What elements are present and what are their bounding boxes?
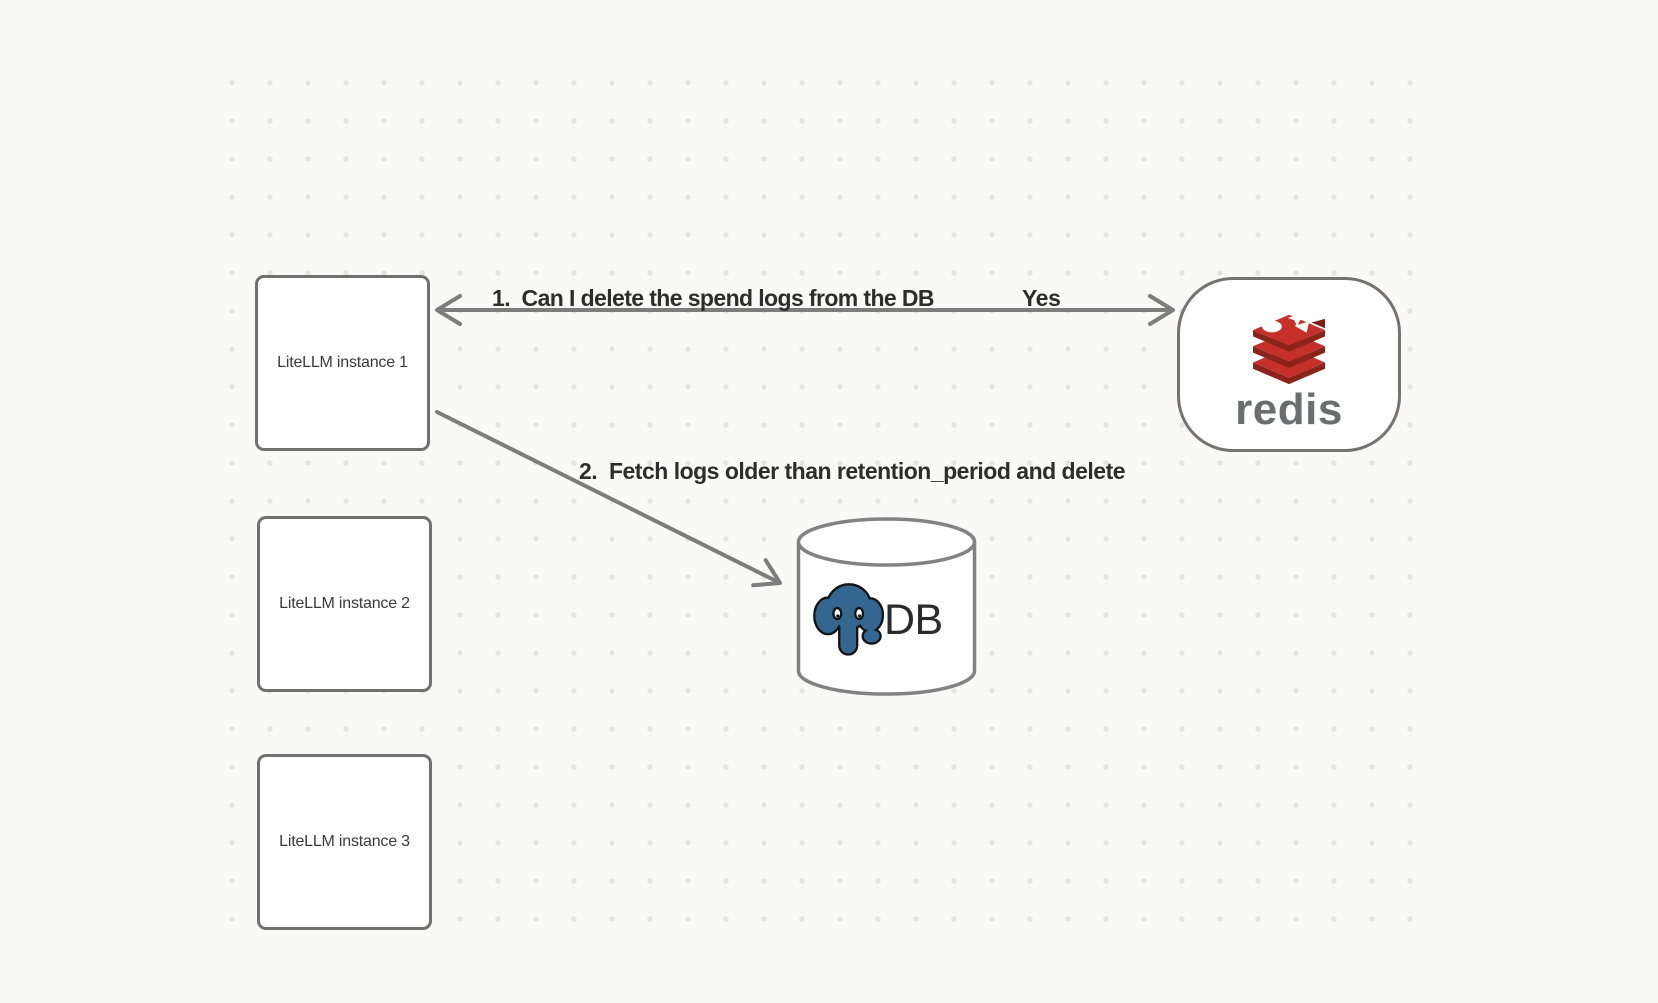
arrow-instance1-db[interactable] <box>435 410 786 596</box>
redis-wordmark: redis <box>1235 385 1343 434</box>
edge1-label[interactable]: 1. Can I delete the spend logs from the … <box>492 285 935 311</box>
redis-stack-icon <box>1253 309 1325 385</box>
node-litellm-instance-2[interactable]: LiteLLM instance 2 <box>257 516 432 692</box>
node-label: LiteLLM instance 1 <box>277 354 408 371</box>
node-litellm-instance-3[interactable]: LiteLLM instance 3 <box>257 754 432 930</box>
postgresql-elephant-icon <box>813 583 885 656</box>
edge2-label[interactable]: 2. Fetch logs older than retention_perio… <box>579 458 1126 484</box>
database-label: DB <box>884 596 943 644</box>
node-label: LiteLLM instance 3 <box>279 833 410 850</box>
node-litellm-instance-1[interactable]: LiteLLM instance 1 <box>255 275 430 451</box>
database-cylinder-icon <box>796 517 977 696</box>
node-label: LiteLLM instance 2 <box>279 595 410 612</box>
node-redis[interactable]: redis <box>1177 277 1401 452</box>
arrow-instance1-redis[interactable] <box>435 294 1175 326</box>
edge1-response-label[interactable]: Yes <box>1022 285 1061 311</box>
